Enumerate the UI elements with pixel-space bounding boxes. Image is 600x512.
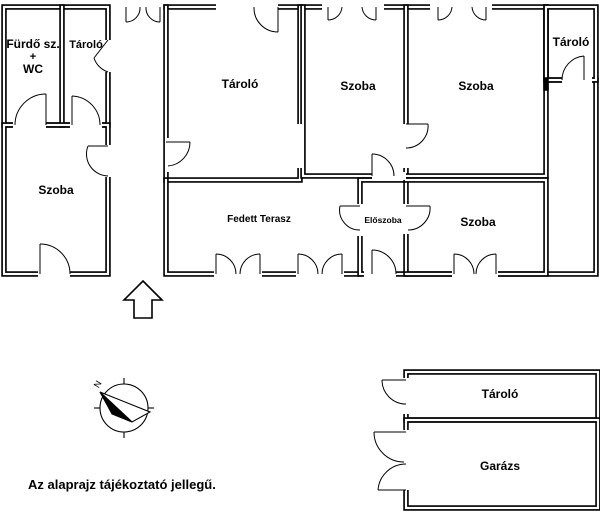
room-labels: Fürdő sz. + WC Tároló Szoba Tároló Szoba… bbox=[6, 35, 589, 473]
label-furdo-2: + bbox=[30, 51, 36, 63]
label-tarolo-small: Tároló bbox=[69, 39, 103, 51]
label-szoba-left: Szoba bbox=[38, 183, 74, 197]
entrance-arrow bbox=[122, 279, 164, 319]
label-tarolo-big: Tároló bbox=[222, 77, 259, 91]
label-fedett-terasz: Fedett Terasz bbox=[227, 214, 291, 225]
compass-icon: N bbox=[92, 378, 154, 438]
label-szoba-lower: Szoba bbox=[460, 215, 496, 229]
walls bbox=[1, 4, 600, 511]
door-openings bbox=[13, 3, 592, 490]
label-furdo-1: Fürdő sz. bbox=[6, 37, 59, 51]
label-szoba-right: Szoba bbox=[458, 79, 494, 93]
label-eloszoba: Előszoba bbox=[364, 215, 402, 225]
label-tarolo-corner: Tároló bbox=[553, 35, 590, 49]
compass-north-letter: N bbox=[92, 379, 104, 390]
label-garazs: Garázs bbox=[480, 459, 520, 473]
label-szoba-mid: Szoba bbox=[340, 79, 376, 93]
label-tarolo-garage: Tároló bbox=[482, 387, 519, 401]
disclaimer-note: Az alaprajz tájékoztató jellegű. bbox=[28, 477, 216, 492]
label-furdo-3: WC bbox=[23, 62, 43, 76]
door-swings bbox=[14, 6, 585, 491]
